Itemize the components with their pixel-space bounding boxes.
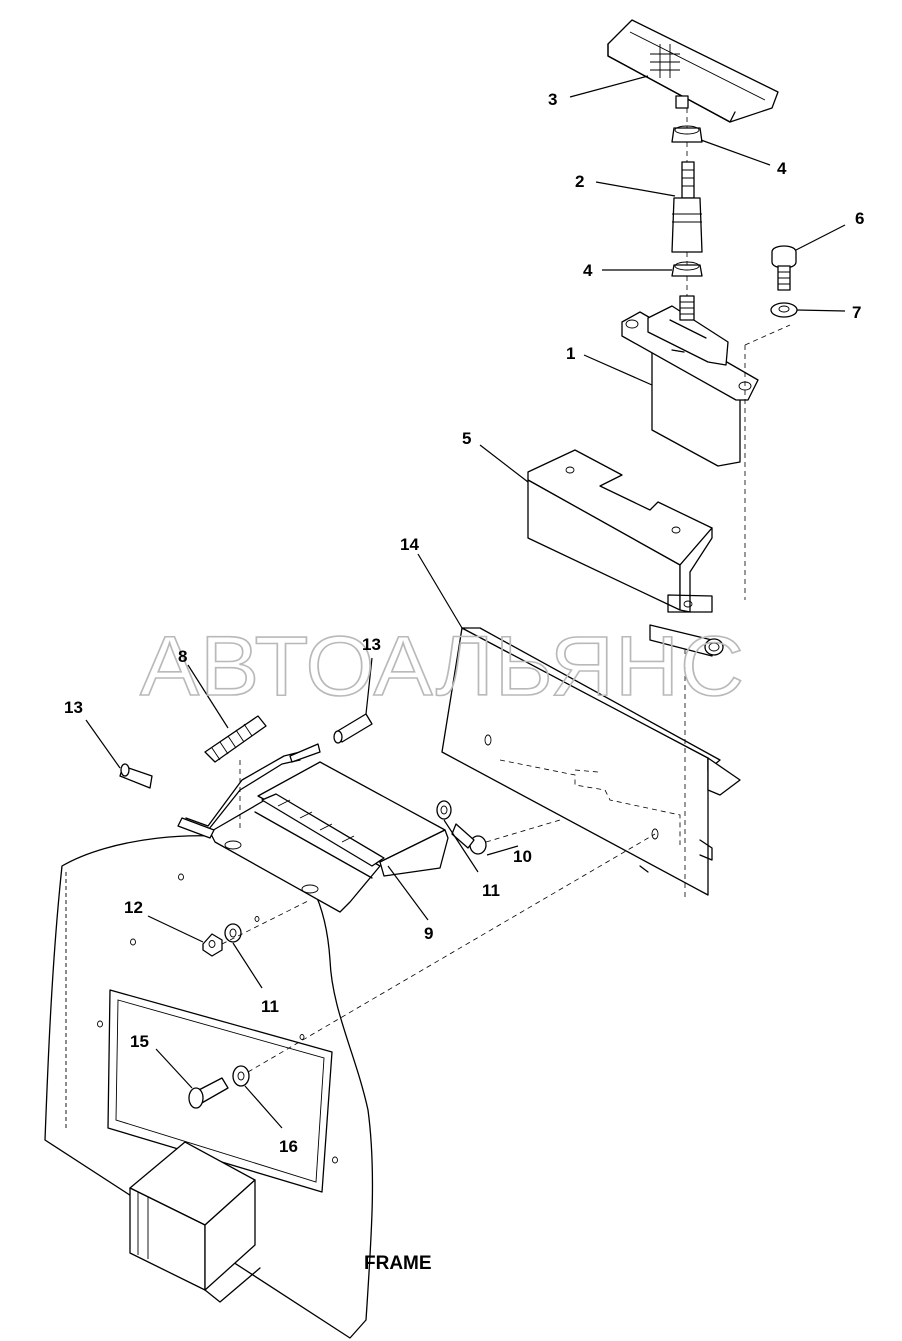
watermark-text: АВТОАЛЬЯНС [140,619,745,713]
callout-6: 6 [855,209,864,228]
callout-12: 12 [124,898,143,917]
pin-part-13-right [333,713,373,744]
callout-1: 1 [566,344,575,363]
pedal-plate-part-3 [607,19,779,123]
callout-labels: 3 4 2 4 6 7 1 5 14 8 13 13 10 11 9 12 11… [64,90,864,1156]
switch-body-part-1 [621,295,791,600]
callout-7: 7 [852,303,861,322]
extension-part-2 [671,161,703,253]
nut-part-4-upper [671,125,703,143]
nut-part-4-lower [671,261,703,277]
nut-part-12 [202,933,223,957]
callout-13-left: 13 [64,698,83,717]
bolt-part-6 [771,245,797,291]
bolt-part-15 [188,1077,229,1109]
frame-rail [129,1141,261,1303]
washer-part-11-upper [436,800,452,820]
callout-11-lower: 11 [261,997,279,1016]
pin-part-13-left [119,763,153,789]
callout-2: 2 [575,172,584,191]
washer-part-7 [770,302,798,318]
callout-4-lower: 4 [583,261,593,280]
leader-lines [85,75,846,1129]
bolt-part-10 [451,823,487,855]
callout-8: 8 [178,647,187,666]
callout-5: 5 [462,429,471,448]
callout-4-upper: 4 [777,159,787,178]
washer-part-11-lower [224,923,242,943]
callout-9: 9 [424,924,433,943]
mounting-bracket-part-14 [441,627,741,900]
spring-part-8 [204,715,267,763]
switch-bracket-part-5 [527,449,713,613]
hinge-plate-part-9 [209,761,449,913]
assembly-centerlines [221,760,656,1073]
callout-16: 16 [279,1137,298,1156]
callout-11-upper: 11 [482,881,500,900]
frame-label: FRAME [364,1253,432,1274]
callout-14: 14 [400,535,419,554]
callout-10: 10 [513,847,532,866]
callout-13-upper: 13 [362,635,381,654]
washer-part-16 [232,1065,250,1087]
callout-3: 3 [548,90,557,109]
pivot-tube [649,624,724,657]
callout-15: 15 [130,1032,149,1051]
